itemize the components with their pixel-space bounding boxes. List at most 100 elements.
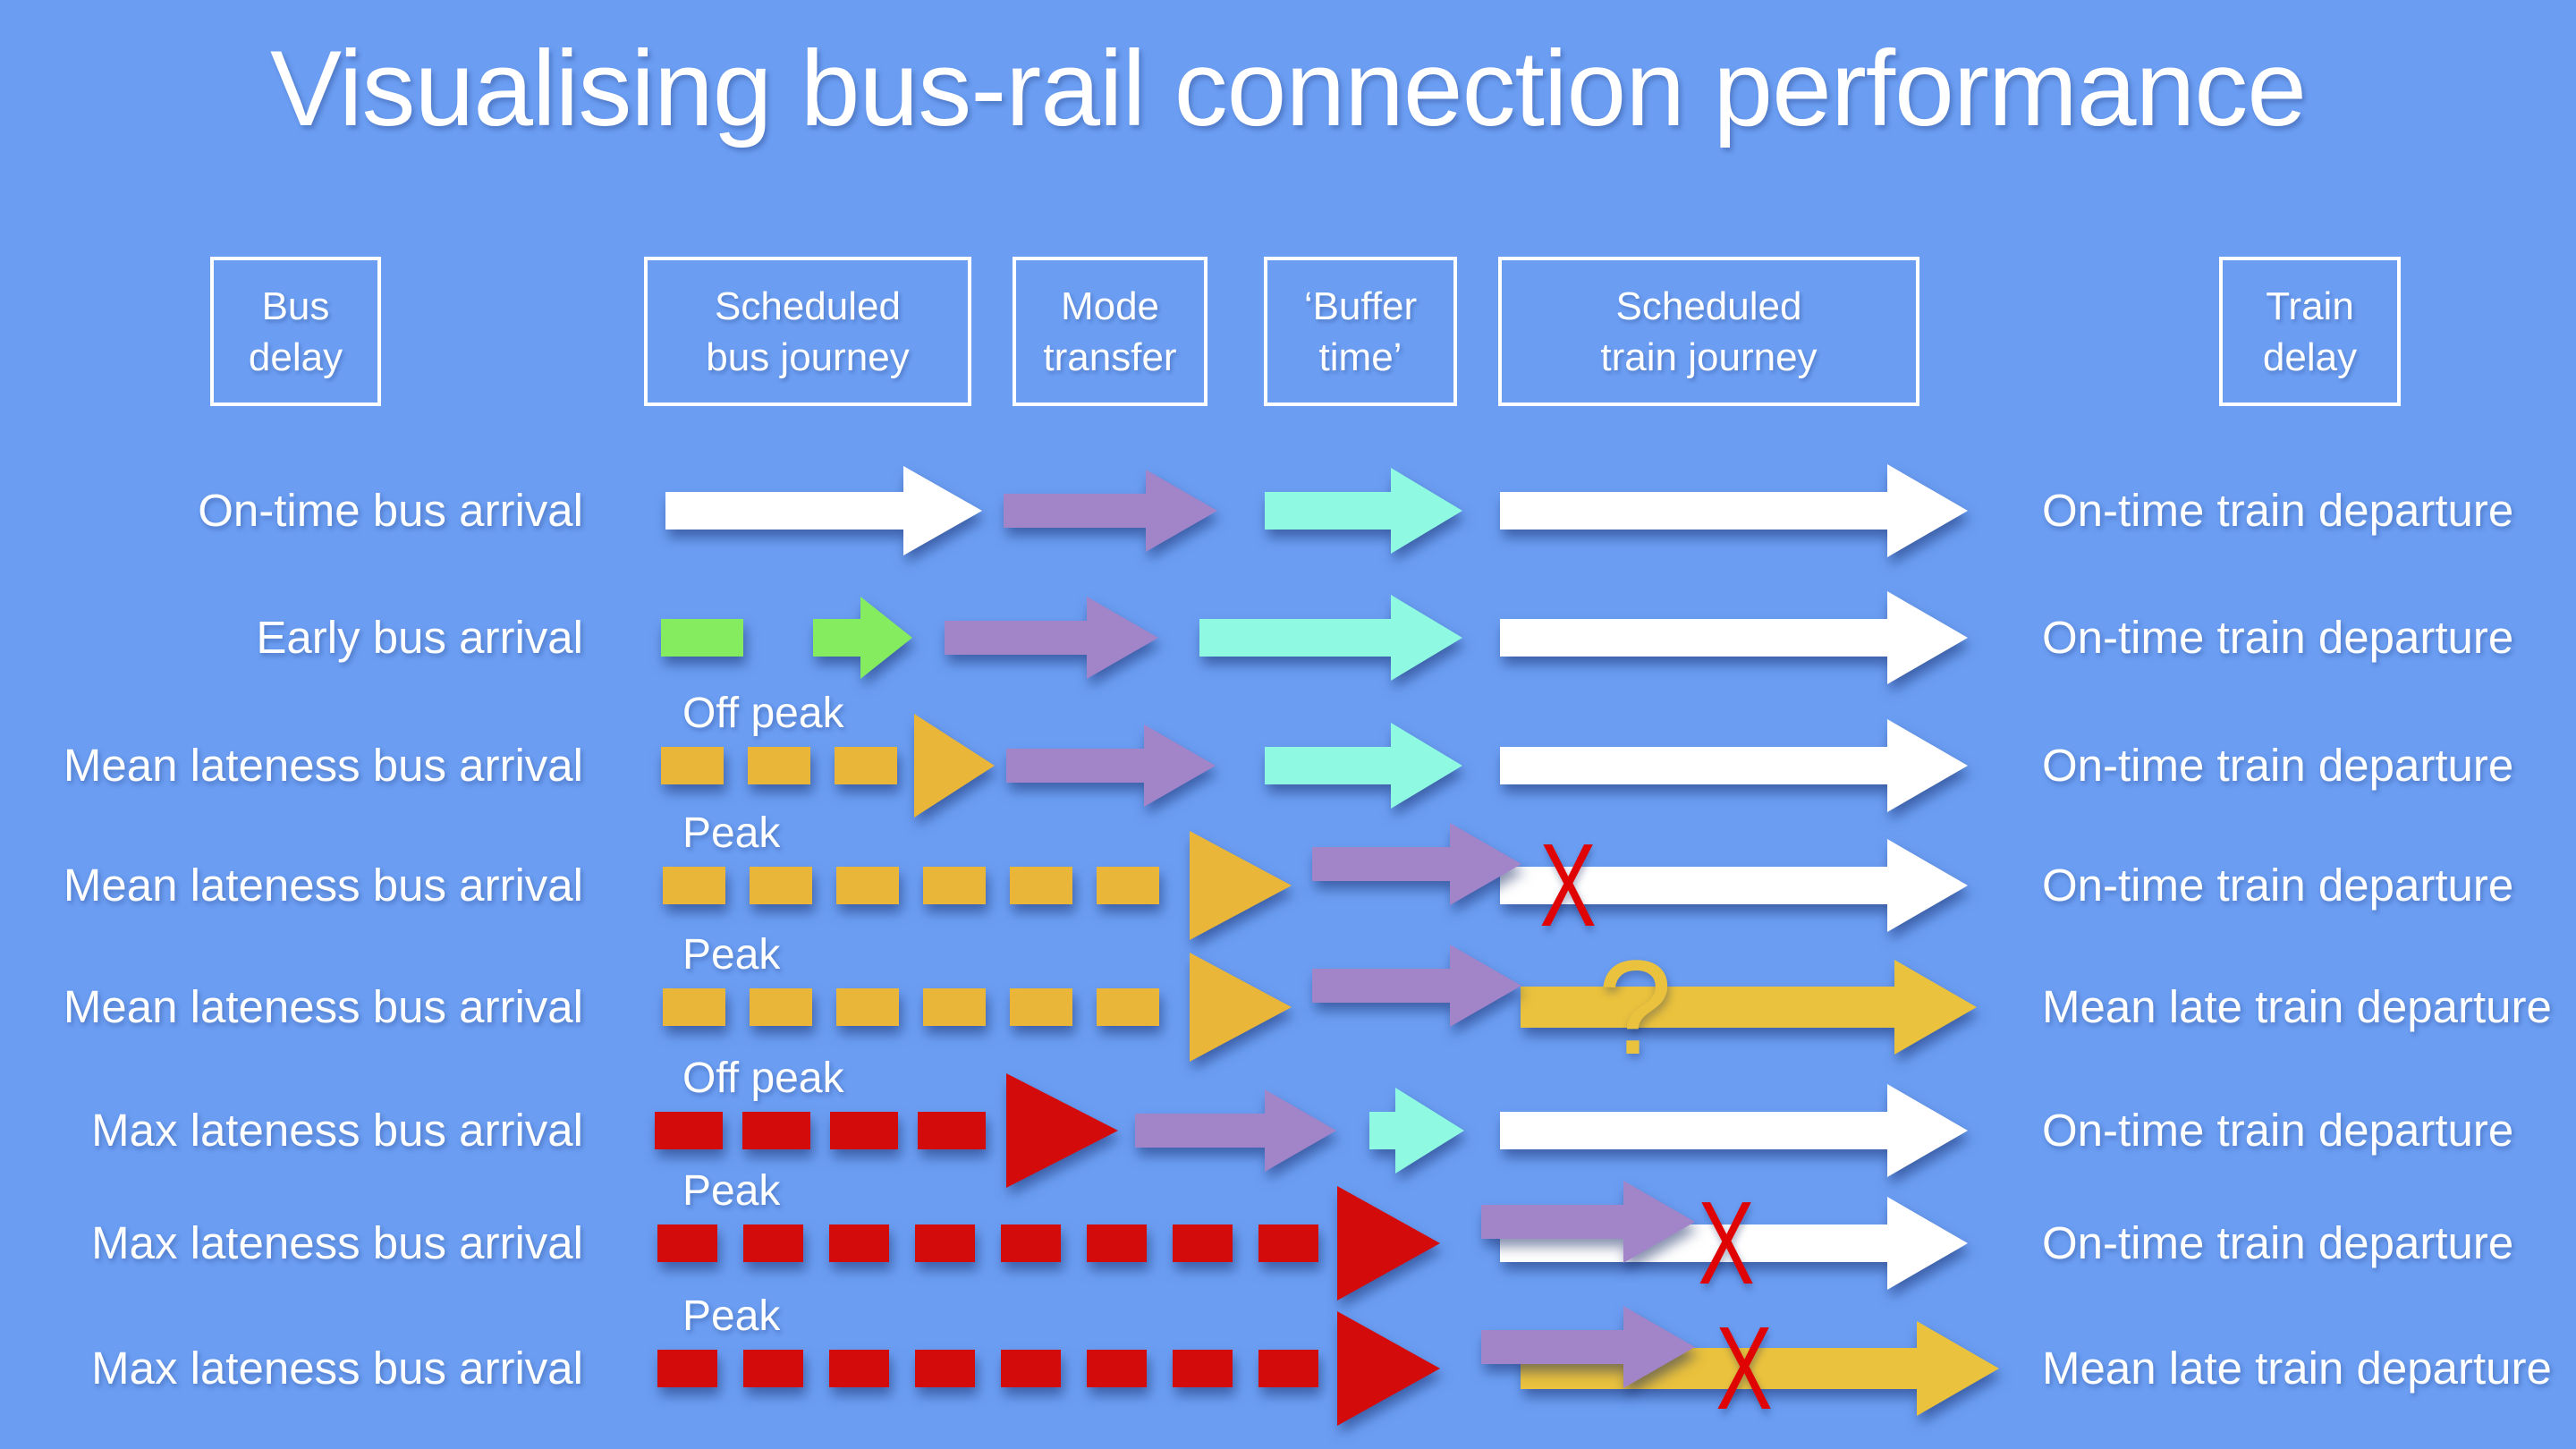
arrow-head [1887,591,1968,684]
arrow-bar [1265,747,1391,784]
row5-right-label: Mean late train departure [2042,981,2552,1032]
arrow-head [1887,1084,1968,1177]
arrow-head [1190,953,1292,1062]
arrow-dashed-bar [663,988,1159,1026]
row6-left-label: Max lateness bus arrival [91,1105,583,1156]
row8-left-label: Max lateness bus arrival [91,1343,583,1394]
row2-left-label: Early bus arrival [256,612,583,663]
header-box-mode-transfer: Mode transfer [1013,257,1208,406]
row7-bus-arrow-red-dashed [657,1186,1440,1301]
row3-right-label: On-time train departure [2042,740,2514,791]
row2-right-label: On-time train departure [2042,612,2514,663]
row3-sub-label: Off peak [682,690,844,737]
row7-sub-label: Peak [682,1167,781,1215]
row7-mode-transfer-arrow [1481,1181,1695,1263]
arrow-head [1391,468,1462,554]
arrow-head [1887,1197,1968,1290]
arrow-head [1623,1181,1695,1263]
row1-right-label: On-time train departure [2042,485,2514,536]
row3-train-arrow-white [1500,719,1968,812]
arrow-head [1887,464,1968,557]
arrow-head [1391,723,1462,809]
arrow-bar [1500,1112,1887,1149]
arrow-head [903,466,982,555]
header-line: ‘Buffer [1303,284,1418,328]
header-box-scheduled-bus-journey: Scheduled bus journey [644,257,971,406]
row5-held-question-mark: ? [1597,932,1673,1082]
arrow-bar [1006,749,1144,783]
arrow-bar [1500,867,1887,904]
row1-mode-transfer-arrow [1004,470,1217,552]
arrow-bar [1500,619,1887,657]
row2-train-arrow-white [1500,591,1968,684]
arrow-dashed-bar [655,1112,986,1149]
header-line: delay [248,335,343,379]
row3-bus-arrow-orange-dashed [661,714,995,818]
row8-missed-connection-x-mark: X [1716,1302,1773,1434]
row7-left-label: Max lateness bus arrival [91,1217,583,1268]
row4-train-arrow-white [1500,839,1968,932]
arrow-head [1337,1186,1440,1301]
arrow-head [1450,823,1521,905]
row8-right-label: Mean late train departure [2042,1343,2552,1394]
arrow-bar [813,619,860,657]
header-box-train-delay: Train delay [2219,257,2401,406]
row2-bus-arrow-green-head [813,597,912,679]
row6-buffer-arrow-small [1369,1088,1464,1174]
header-line: train journey [1600,335,1818,379]
row3-buffer-arrow [1265,723,1462,809]
row1-train-arrow-white [1500,464,1968,557]
arrow-dashed-bar [657,1224,1318,1262]
arrow-head [1450,945,1521,1027]
header-line: Scheduled [715,284,901,328]
arrow-bar [1135,1114,1265,1148]
arrow-bar [1312,969,1450,1003]
row8-sub-label: Peak [682,1292,781,1340]
arrow-bar [1265,492,1391,530]
arrow-bar [1199,619,1391,657]
arrow-head [1337,1311,1440,1426]
row7-right-label: On-time train departure [2042,1217,2514,1268]
header-line: Scheduled [1615,284,1802,328]
arrow-head [1623,1306,1695,1388]
arrow-head [1391,595,1462,681]
arrow-bar [1500,747,1887,784]
header-line: bus journey [706,335,910,379]
arrow-head [1087,597,1158,679]
arrow-head [860,597,912,679]
arrow-bar [1481,1205,1623,1239]
arrow-bar [665,492,903,530]
arrow-head [1887,839,1968,932]
row4-missed-connection-x-mark: X [1539,819,1597,951]
row6-sub-label: Off peak [682,1055,844,1102]
arrow-bar [1500,492,1887,530]
arrow-bar [1369,1112,1395,1149]
header-line: Mode [1060,284,1160,328]
arrow-head [1894,960,1977,1055]
header-box-bus-delay: Bus delay [210,257,381,406]
row6-mode-transfer-arrow [1135,1089,1336,1172]
row8-bus-arrow-red-dashed [657,1311,1440,1426]
arrow-dashed-bar [661,747,897,784]
arrow-head [1887,719,1968,812]
row3-mode-transfer-arrow [1006,724,1216,807]
header-line: transfer [1043,335,1177,379]
arrow-dashed-bar [657,1350,1318,1387]
header-box-buffer-time: ‘Buffer time’ [1264,257,1457,406]
header-box-scheduled-train-journey: Scheduled train journey [1498,257,1919,406]
row8-train-arrow-orange-late [1521,1321,1999,1416]
header-line: Train [2266,284,2354,328]
arrow-bar [1312,847,1450,881]
row4-bus-arrow-orange-dashed [663,831,1292,940]
page-title: Visualising bus-rail connection performa… [269,29,2307,148]
row2-bus-arrow-green-dash [661,619,743,657]
row3-left-label: Mean lateness bus arrival [63,740,583,791]
row6-bus-arrow-red-dashed [655,1073,1118,1188]
row4-sub-label: Peak [682,809,781,857]
arrow-dashed-bar [663,867,1159,904]
row6-train-arrow-white [1500,1084,1968,1177]
row4-left-label: Mean lateness bus arrival [63,860,583,911]
arrow-head [1265,1089,1336,1172]
arrow-bar [1481,1330,1623,1364]
row7-missed-connection-x-mark: X [1698,1177,1755,1309]
